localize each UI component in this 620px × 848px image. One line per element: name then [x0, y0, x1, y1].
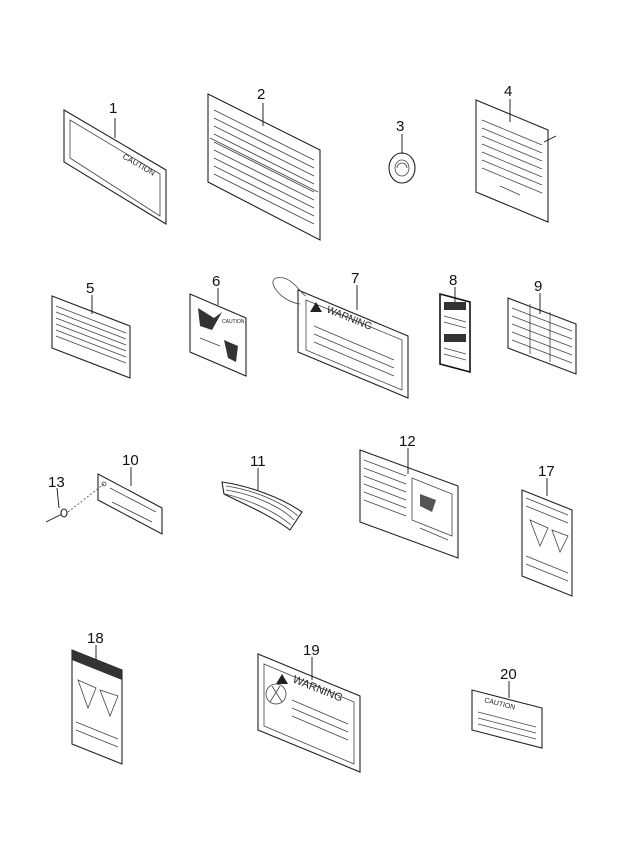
part-18-label[interactable] [71, 649, 123, 765]
callout-9: 9 [534, 278, 542, 295]
part-11-curved-label[interactable] [221, 481, 303, 531]
callout-3: 3 [396, 118, 404, 135]
part-17-label[interactable] [521, 489, 573, 597]
callout-4: 4 [504, 83, 512, 100]
part-12-label[interactable] [359, 449, 459, 559]
callout-8: 8 [449, 272, 457, 289]
callout-5: 5 [86, 280, 94, 297]
part-2-label[interactable] [207, 93, 321, 241]
part-8-label[interactable] [439, 292, 471, 374]
part-6-caution-text: CAUTION [222, 319, 245, 325]
part-3-emblem[interactable] [388, 152, 416, 184]
part-19-warning-label[interactable]: WARNING [257, 653, 361, 773]
callout-2: 2 [257, 86, 265, 103]
callout-13: 13 [48, 474, 65, 491]
callout-10: 10 [122, 452, 139, 469]
part-20-caution-label[interactable]: CAUTION [471, 689, 543, 749]
part-6-caution-label[interactable]: CAUTION [189, 293, 247, 377]
callout-7: 7 [351, 270, 359, 287]
callout-11: 11 [250, 453, 266, 470]
part-4-label[interactable] [475, 99, 557, 223]
part-9-label[interactable] [507, 297, 577, 375]
part-10-plate[interactable] [97, 473, 163, 535]
callout-19: 19 [303, 642, 320, 659]
leader-13 [56, 487, 60, 509]
callout-17: 17 [538, 463, 555, 480]
callout-12: 12 [399, 433, 416, 450]
part-7-warning-tag[interactable]: WARNING [272, 277, 409, 399]
callout-1: 1 [109, 100, 117, 117]
callout-6: 6 [212, 273, 220, 290]
part-5-label[interactable] [51, 295, 131, 379]
part-13-rivet[interactable] [45, 483, 105, 523]
callout-20: 20 [500, 666, 517, 683]
callout-18: 18 [87, 630, 104, 647]
